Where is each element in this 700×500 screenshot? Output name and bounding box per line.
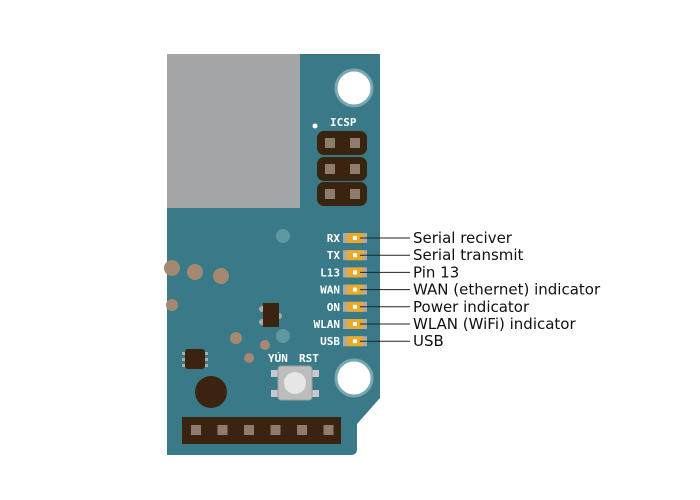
header-pin (191, 425, 201, 435)
led-silk-label: WLAN (314, 318, 341, 331)
header-pin (323, 425, 334, 435)
led-item: WAN WAN (ethernet) indicator (320, 281, 601, 299)
led-description: USB (413, 332, 444, 350)
mounting-hole-bottom (334, 358, 374, 398)
transistor-chip (259, 303, 282, 327)
icsp-row (317, 182, 367, 206)
icsp-pin (350, 189, 360, 199)
icsp-row (317, 157, 367, 181)
copper-pad (187, 264, 203, 280)
icsp-pin (350, 164, 360, 174)
led-description: WLAN (WiFi) indicator (413, 315, 576, 333)
header-pin (297, 425, 307, 435)
led-silk-label: USB (320, 335, 340, 348)
icsp-pin (325, 138, 335, 148)
led-description: Pin 13 (413, 263, 459, 281)
via-pad (276, 229, 290, 243)
icsp-pin (325, 189, 335, 199)
icsp-row (317, 131, 367, 155)
icsp-header (317, 131, 367, 206)
led-item: USB USB (320, 332, 444, 350)
led-silk-label: L13 (320, 266, 340, 279)
led-silk-label: ON (327, 301, 340, 314)
mounting-hole-top (334, 68, 374, 108)
rst-label: RST (299, 352, 319, 365)
icsp-label: ICSP (330, 116, 357, 129)
icsp-pin (325, 164, 335, 174)
copper-pad (260, 340, 270, 350)
header-pin (244, 425, 254, 435)
pin1-marker-dot (312, 123, 318, 129)
wifi-module (167, 54, 300, 208)
led-description: Serial transmit (413, 246, 524, 264)
icsp-pin (350, 138, 360, 148)
led-item: TX Serial transmit (327, 246, 524, 264)
copper-pad (230, 332, 242, 344)
via-pad (276, 329, 290, 343)
led-description: Power indicator (413, 298, 530, 316)
led-description: Serial reciver (413, 229, 513, 247)
yun-label: YÚN (268, 352, 288, 365)
buzzer-component (195, 376, 227, 408)
copper-pad (244, 353, 254, 363)
led-silk-label: TX (327, 249, 341, 262)
small-ic-chip (182, 349, 208, 369)
led-silk-label: WAN (320, 284, 340, 297)
header-pin (217, 425, 228, 435)
bottom-pin-header (182, 417, 341, 444)
led-description: WAN (ethernet) indicator (413, 281, 601, 299)
led-item: WLAN WLAN (WiFi) indicator (314, 315, 577, 333)
led-item: RX Serial reciver (327, 229, 513, 247)
led-item: L13 Pin 13 (320, 263, 459, 281)
header-pin (270, 425, 281, 435)
led-silk-label: RX (327, 232, 341, 245)
copper-pad (166, 299, 178, 311)
board-pads (164, 229, 290, 363)
copper-pad (164, 260, 180, 276)
led-item: ON Power indicator (327, 298, 530, 316)
copper-pad (213, 268, 229, 284)
reset-button[interactable] (271, 365, 319, 401)
